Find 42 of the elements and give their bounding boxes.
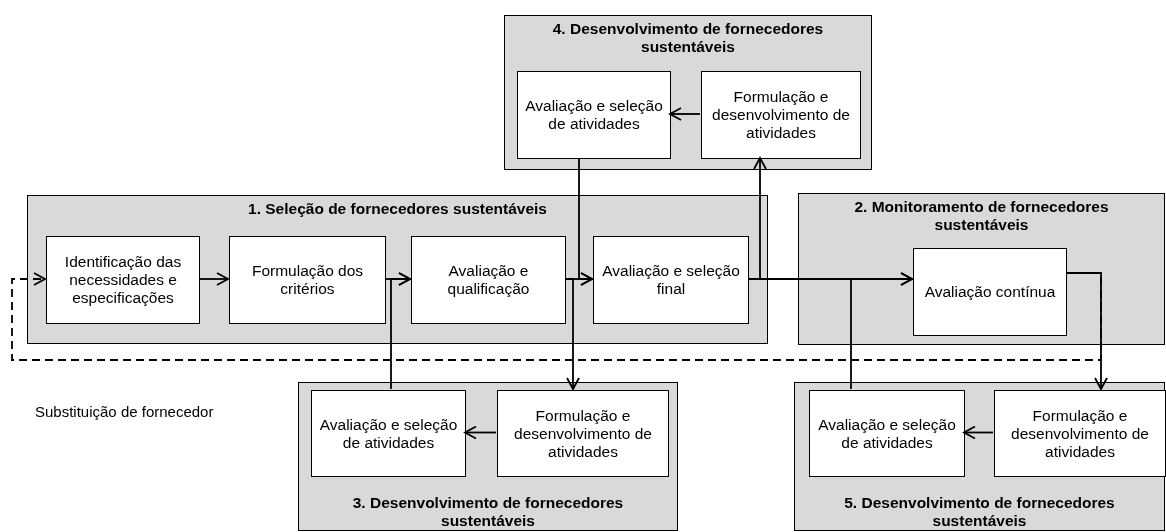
dashed-arrow bbox=[11, 272, 1102, 361]
process-box bbox=[913, 248, 1067, 336]
process-text: Formulação e desenvolvimento de atividades bbox=[513, 406, 653, 461]
process-text: Avaliação e seleção final bbox=[601, 262, 741, 298]
process-text: Identificação das necessidades e especificações bbox=[63, 253, 183, 307]
arrow bbox=[850, 272, 913, 390]
process-text: Avaliação e seleção de atividades bbox=[318, 415, 459, 452]
process-box bbox=[701, 71, 861, 159]
group-panel bbox=[794, 382, 1165, 531]
process-box bbox=[229, 236, 386, 324]
process-box bbox=[46, 236, 200, 324]
group-title: 2. Monitoramento de fornecedores sustentáveis bbox=[853, 198, 1110, 234]
group-title: 1. Seleção de fornecedores sustentáveis bbox=[247, 200, 548, 218]
process-box bbox=[497, 390, 669, 477]
group-panel bbox=[27, 195, 768, 344]
arrow bbox=[669, 107, 701, 121]
process-box bbox=[411, 236, 566, 324]
process-box bbox=[994, 390, 1166, 477]
process-box bbox=[809, 390, 965, 477]
arrow bbox=[578, 157, 593, 286]
group-panel bbox=[298, 382, 678, 531]
arrow bbox=[390, 272, 411, 390]
arrow bbox=[963, 425, 994, 440]
process-text: Formulação e desenvolvimento de atividades bbox=[1010, 406, 1150, 461]
edge-label: Substituição de fornecedor bbox=[35, 403, 214, 421]
group-title: 5. Desenvolvimento de fornecedores sustentáveis bbox=[843, 494, 1116, 530]
process-text: Formulação dos critérios bbox=[250, 262, 365, 298]
process-box bbox=[517, 71, 671, 159]
process-box bbox=[311, 390, 466, 477]
group-panel bbox=[504, 15, 872, 170]
arrow bbox=[198, 272, 229, 286]
group-title: 3. Desenvolvimento de fornecedores sustentáveis bbox=[351, 494, 625, 530]
process-text: Avaliação e qualificação bbox=[446, 262, 531, 298]
arrow bbox=[464, 425, 497, 440]
process-text: Avaliação e seleção de atividades bbox=[524, 97, 664, 133]
process-text: Avaliação contínua bbox=[924, 283, 1056, 301]
group-panel bbox=[798, 193, 1165, 345]
process-text: Formulação e desenvolvimento de atividades bbox=[711, 88, 851, 142]
process-box bbox=[593, 236, 749, 324]
arrow bbox=[564, 278, 580, 390]
group-title: 4. Desenvolvimento de fornecedores sustentáveis bbox=[551, 20, 825, 56]
process-text: Avaliação e seleção de atividades bbox=[817, 415, 957, 452]
